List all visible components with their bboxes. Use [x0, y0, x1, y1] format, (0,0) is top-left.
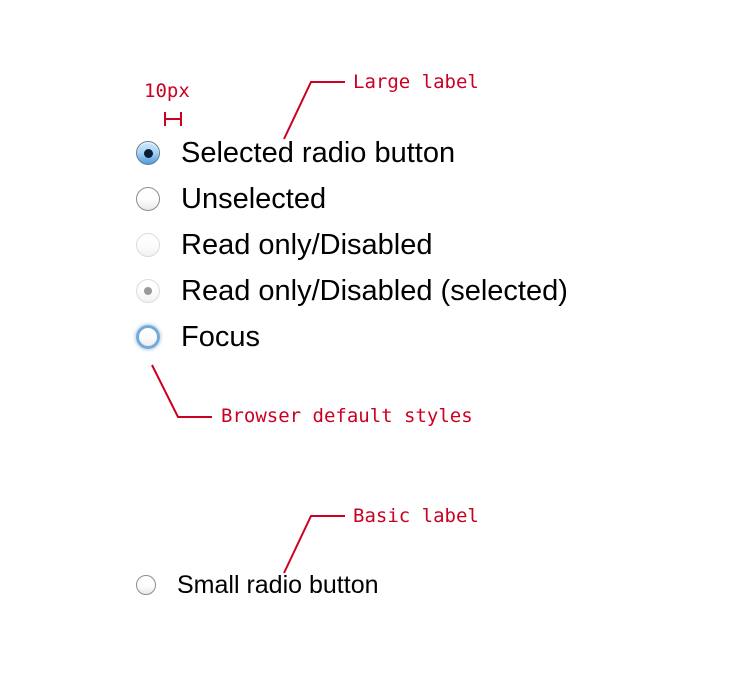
radio-row-focus[interactable]: Focus	[133, 314, 568, 360]
annotation-basic-label: Basic label	[353, 505, 479, 527]
radio-disabled-selected-icon	[133, 276, 163, 306]
radio-row-selected[interactable]: Selected radio button	[133, 130, 568, 176]
radio-label-focus: Focus	[181, 320, 260, 353]
radio-label-disabled-selected: Read only/Disabled (selected)	[181, 274, 568, 307]
radio-row-disabled: Read only/Disabled	[133, 222, 568, 268]
radio-circle	[136, 279, 160, 303]
spacing-measure-label: 10px	[144, 80, 190, 102]
spacing-caliper-icon	[164, 112, 182, 126]
annotation-large-label: Large label	[353, 71, 479, 93]
radio-circle	[136, 233, 160, 257]
radio-focus-icon[interactable]	[133, 322, 163, 352]
radio-dot	[143, 148, 153, 158]
radio-dot	[144, 287, 152, 295]
radio-row-disabled-selected: Read only/Disabled (selected)	[133, 268, 568, 314]
radio-unselected-icon[interactable]	[133, 184, 163, 214]
radio-disabled-icon	[133, 230, 163, 260]
radio-row-small[interactable]: Small radio button	[133, 565, 379, 605]
radio-group-large: Selected radio button Unselected Read on…	[133, 130, 568, 360]
radio-circle	[136, 187, 160, 211]
radio-selected-icon[interactable]	[133, 138, 163, 168]
radio-circle	[136, 575, 156, 595]
radio-small-icon[interactable]	[133, 572, 159, 598]
radio-label-small: Small radio button	[177, 570, 379, 599]
radio-circle	[136, 141, 160, 165]
radio-label-unselected: Unselected	[181, 182, 327, 215]
radio-label-disabled: Read only/Disabled	[181, 228, 433, 261]
annotation-browser-default-styles: Browser default styles	[221, 405, 473, 427]
radio-circle	[136, 325, 160, 349]
radio-row-unselected[interactable]: Unselected	[133, 176, 568, 222]
radio-label-selected: Selected radio button	[181, 136, 456, 169]
leader-line-browser-default	[151, 364, 212, 418]
